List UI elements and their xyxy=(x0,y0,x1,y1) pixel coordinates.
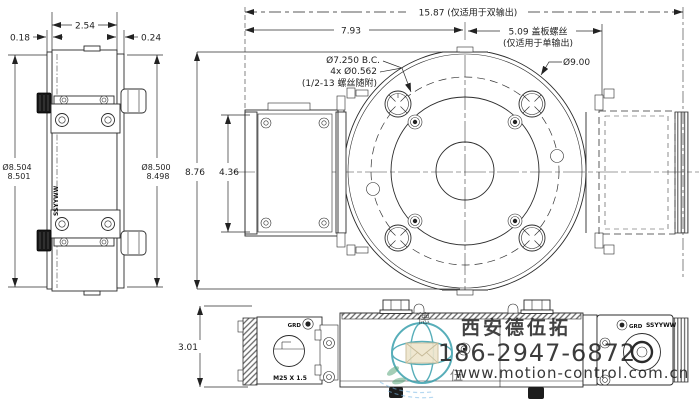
watermark-website: www.motion-control.com.cn xyxy=(455,364,689,382)
dim-flange-height: 8.76 xyxy=(185,168,205,178)
ground-label-left: GRD xyxy=(288,323,302,329)
note-bolt-spec: (1/2-13 螺丝随附) xyxy=(302,77,377,89)
bottom-body-hatch-edge xyxy=(341,312,582,320)
dim-depth-top: 2.54 xyxy=(75,22,95,32)
bottom-right-end-cap: GRD SSYYWW xyxy=(582,314,689,386)
side-body xyxy=(51,49,118,292)
dim-cover-screw-1: 5.09 盖板螺丝 xyxy=(509,26,568,38)
ground-screw-icon xyxy=(302,318,314,330)
hex-bolt-icon xyxy=(379,299,554,314)
flange-top-key xyxy=(456,46,474,53)
note-bolt-holes: 4x Ø0.562 xyxy=(330,66,377,77)
conduit-thread-label: M25 X 1.5 xyxy=(273,375,307,382)
leaf-icon xyxy=(387,366,399,376)
cover-screw-icon xyxy=(384,90,546,252)
center-bore-circle xyxy=(435,141,495,201)
front-view: Ø7.250 B.C. 4x Ø0.562 (1/2-13 螺丝随附) Ø9.0… xyxy=(233,22,699,302)
side-clamp-bottom xyxy=(36,209,121,252)
dim-offset-right: 0.24 xyxy=(141,34,161,44)
bottom-plug-icon xyxy=(528,387,544,399)
bolt-circle-dashed xyxy=(370,76,560,266)
top-dimensions: 15.87 (仅适用于双输出) 7.93 5.09 盖板螺丝 (仅适用于单输出) xyxy=(244,7,684,280)
bottom-view: M25 X 1.5 GRD GRD SSYYWW xyxy=(178,299,689,399)
front-left-housing xyxy=(244,87,369,256)
dim-bore-right-1: Ø8.500 xyxy=(141,162,170,172)
side-date-code: SSYYWW xyxy=(53,185,60,216)
dim-base-height: 3.01 xyxy=(178,343,198,353)
body-screw-icon xyxy=(457,342,471,356)
dim-housing-height: 4.36 xyxy=(219,168,239,178)
pin-hole-right xyxy=(550,149,564,163)
watermark-company: 西安德伍拓 xyxy=(461,316,571,339)
socket-screw-icon xyxy=(407,114,523,229)
face-circle xyxy=(390,96,540,246)
bottom-left-conduit-box: M25 X 1.5 GRD xyxy=(237,316,339,386)
front-right-housing-dashed xyxy=(585,88,689,255)
side-top-tab xyxy=(83,45,101,52)
side-view: SSYYWW xyxy=(36,45,147,296)
dim-bore-right-2: 8.498 xyxy=(147,172,170,181)
flange-inner-edge-circle xyxy=(347,53,583,289)
stamp-char-1: 德 xyxy=(417,312,430,327)
watermark-phone: 186-2947-6872 xyxy=(438,339,636,367)
pin-hole-left xyxy=(366,182,380,196)
side-front-plate xyxy=(46,51,53,290)
top-bump-left xyxy=(413,303,425,314)
ground-screw-icon xyxy=(616,319,628,331)
note-outer-dia: Ø9.00 xyxy=(563,57,590,68)
front-leader-notes: Ø7.250 B.C. 4x Ø0.562 (1/2-13 螺丝随附) Ø9.0… xyxy=(302,55,590,93)
dim-left-width: 7.93 xyxy=(341,27,361,37)
front-vertical-dimensions: 8.76 4.36 xyxy=(185,51,460,290)
stamp-char-2: 伍 xyxy=(450,369,463,384)
leaf-icon xyxy=(392,377,406,385)
side-tether-knob-top xyxy=(120,88,147,114)
side-clamp-top xyxy=(36,92,121,134)
ground-label-right: GRD xyxy=(629,324,643,330)
side-bottom-tab xyxy=(83,290,101,296)
side-rear-plate xyxy=(116,53,125,289)
dim-bore-left-1: Ø8.504 xyxy=(2,162,31,172)
dim-bore-left-2: 8.501 xyxy=(8,172,31,181)
dim-offset-left: 0.18 xyxy=(10,34,30,44)
dim-cover-screw-2: (仅适用于单输出) xyxy=(503,37,573,49)
watermark: 德 伍 西安德伍拓 186-2947-6872 www.motion-contr… xyxy=(379,312,689,399)
top-bump-right xyxy=(507,303,519,314)
note-bolt-circle: Ø7.250 B.C. xyxy=(326,55,380,66)
dim-total-width: 15.87 (仅适用于双输出) xyxy=(419,7,518,19)
cap-date-code: SSYYWW xyxy=(646,322,677,329)
flange-bottom-key xyxy=(456,289,474,296)
globe-logo-icon xyxy=(379,322,453,399)
side-view-dimensions: 2.54 0.18 0.24 Ø8.504 8.501 Ø8.500 8.498 xyxy=(2,12,171,288)
side-tether-knob-bottom xyxy=(120,230,147,256)
